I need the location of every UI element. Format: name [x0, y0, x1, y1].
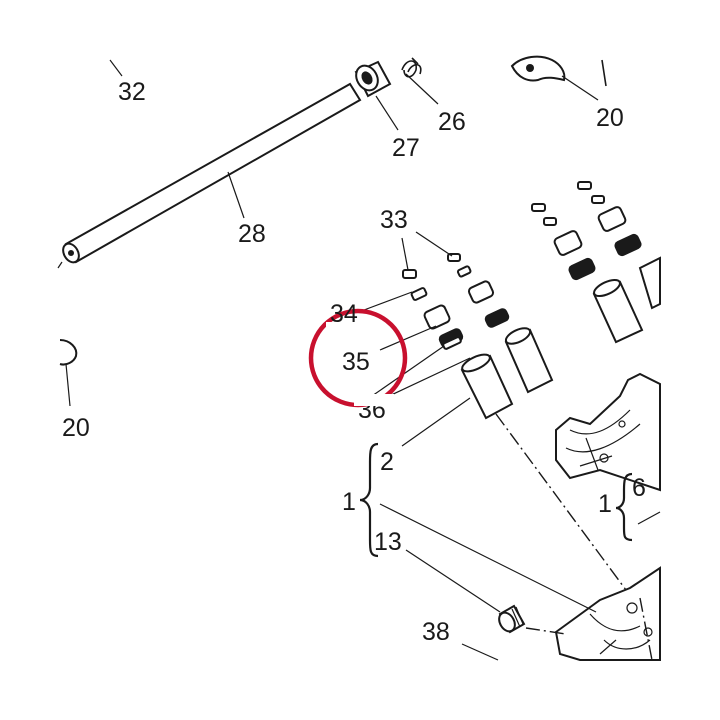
label-26: 26	[438, 108, 466, 136]
valve-stack-fourth	[577, 181, 661, 310]
rod-part-28	[57, 82, 362, 269]
label-35: 35	[342, 348, 370, 376]
brace-group-1-right	[615, 472, 633, 542]
spring-part-26	[401, 57, 422, 78]
label-1: 1	[342, 488, 356, 516]
bracket-part-20-top	[510, 55, 607, 87]
label-27: 27	[392, 134, 420, 162]
valve-stack-front	[402, 269, 514, 420]
partial-part-20-left	[59, 339, 78, 366]
label-20-left: 20	[62, 414, 90, 442]
label-2: 2	[380, 448, 394, 476]
label-28: 28	[238, 220, 266, 248]
label-13: 13	[374, 528, 402, 556]
collar-part-27	[354, 60, 392, 98]
brace-group-1	[359, 442, 379, 558]
label-32: 32	[118, 78, 146, 106]
cylinder-head-bottom	[554, 566, 661, 661]
label-20-top: 20	[596, 104, 624, 132]
label-6: 6	[632, 474, 646, 502]
label-33: 33	[380, 206, 408, 234]
valve-stack-third	[531, 203, 644, 344]
cylinder-head-right	[555, 372, 661, 492]
leader-lines	[65, 59, 661, 661]
label-38: 38	[422, 618, 450, 646]
plug-part-13	[498, 604, 526, 634]
valve-stack-second	[447, 253, 554, 394]
label-1-right: 1	[598, 490, 612, 518]
